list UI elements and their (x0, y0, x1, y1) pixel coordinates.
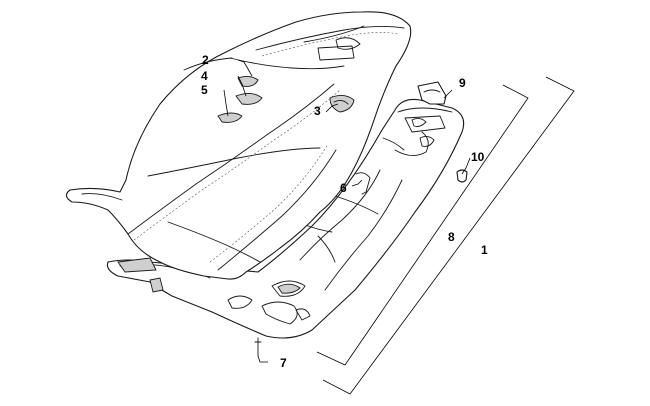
callout-1: 1 (481, 243, 488, 257)
seat-cushion (65, 11, 412, 280)
callout-5: 5 (201, 83, 208, 97)
callout-9: 9 (459, 76, 466, 90)
pin-7 (254, 337, 262, 357)
callout-10: 10 (471, 150, 485, 164)
leader-lines (223, 59, 471, 363)
seat-base (106, 98, 465, 339)
callout-labels: 1 2 3 4 5 6 7 8 9 10 (201, 53, 488, 370)
bracket-9 (417, 81, 447, 105)
handle-3 (329, 95, 355, 113)
assembly-bracket-1 (322, 76, 575, 395)
callout-6: 6 (340, 181, 347, 195)
callout-2: 2 (202, 53, 209, 67)
callout-8: 8 (448, 230, 455, 244)
callout-4: 4 (201, 69, 208, 83)
fastener-10 (456, 169, 468, 183)
callout-7: 7 (280, 356, 287, 370)
label-patch-5 (217, 112, 243, 123)
label-patch-2 (237, 75, 259, 87)
strap-6 (355, 172, 371, 195)
callout-3: 3 (314, 104, 321, 118)
assembly-bracket-8 (316, 84, 529, 366)
